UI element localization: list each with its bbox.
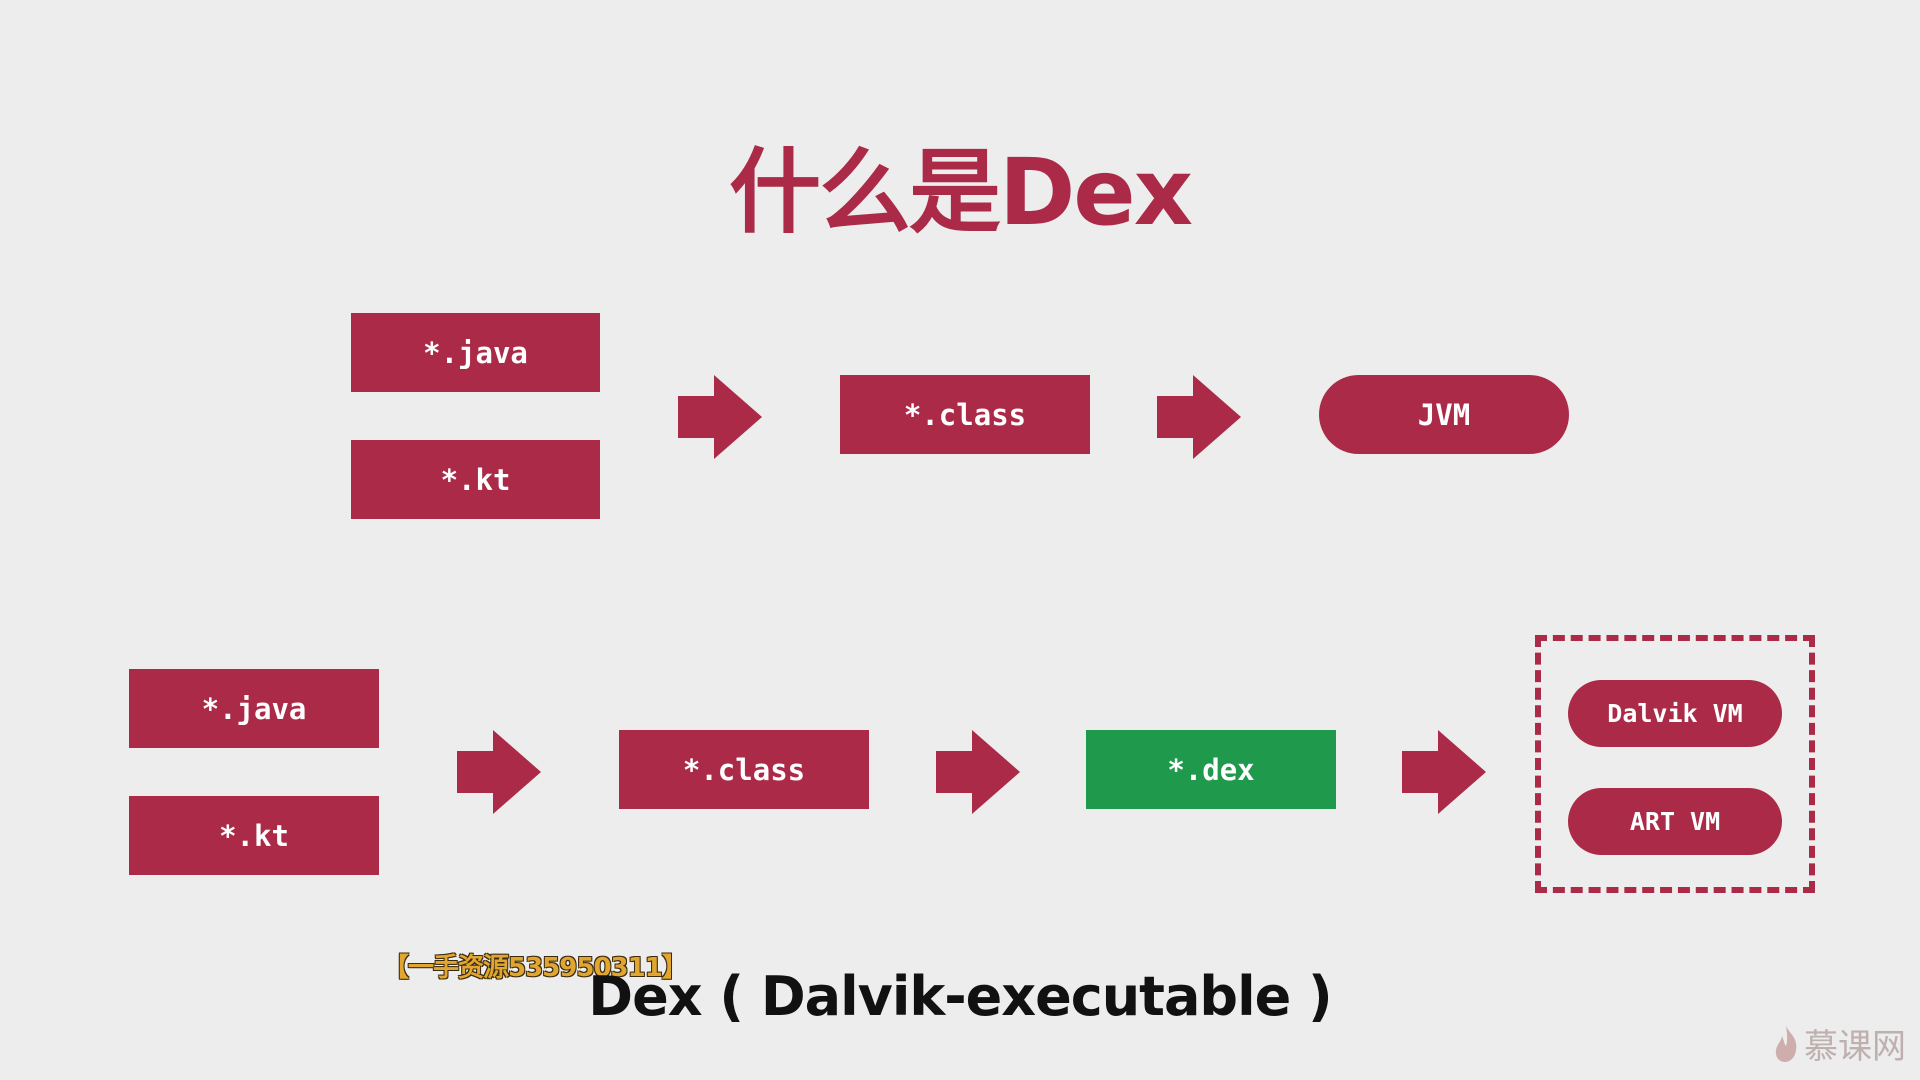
row1-jvm-pill: JVM — [1319, 375, 1569, 454]
art-vm-pill: ART VM — [1568, 788, 1782, 855]
row2-kt-box: *.kt — [129, 796, 379, 875]
watermark-text: 【一手资源535950311】 — [383, 953, 688, 983]
dalvik-vm-pill: Dalvik VM — [1568, 680, 1782, 747]
row2-arrow-1-icon — [457, 730, 541, 814]
subtitle-caption: Dex ( Dalvik-executable ) — [588, 965, 1332, 1028]
row2-java-box: *.java — [129, 669, 379, 748]
brand-logo: 慕课网 — [1772, 1019, 1906, 1068]
row2-dex-box: *.dex — [1086, 730, 1336, 809]
row1-class-box: *.class — [840, 375, 1090, 454]
flame-icon — [1775, 1025, 1797, 1062]
row1-kt-box: *.kt — [351, 440, 600, 519]
row1-arrow-1-icon — [678, 375, 762, 459]
row2-arrow-2-icon — [936, 730, 1020, 814]
row1-java-box: *.java — [351, 313, 600, 392]
slide-title: 什么是Dex — [728, 139, 1193, 246]
row2-arrow-3-icon — [1402, 730, 1486, 814]
logo-text: 慕课网 — [1804, 1027, 1906, 1067]
row1-arrow-2-icon — [1157, 375, 1241, 459]
row2-class-box: *.class — [619, 730, 869, 809]
vm-group-dashed-frame — [1535, 635, 1815, 893]
